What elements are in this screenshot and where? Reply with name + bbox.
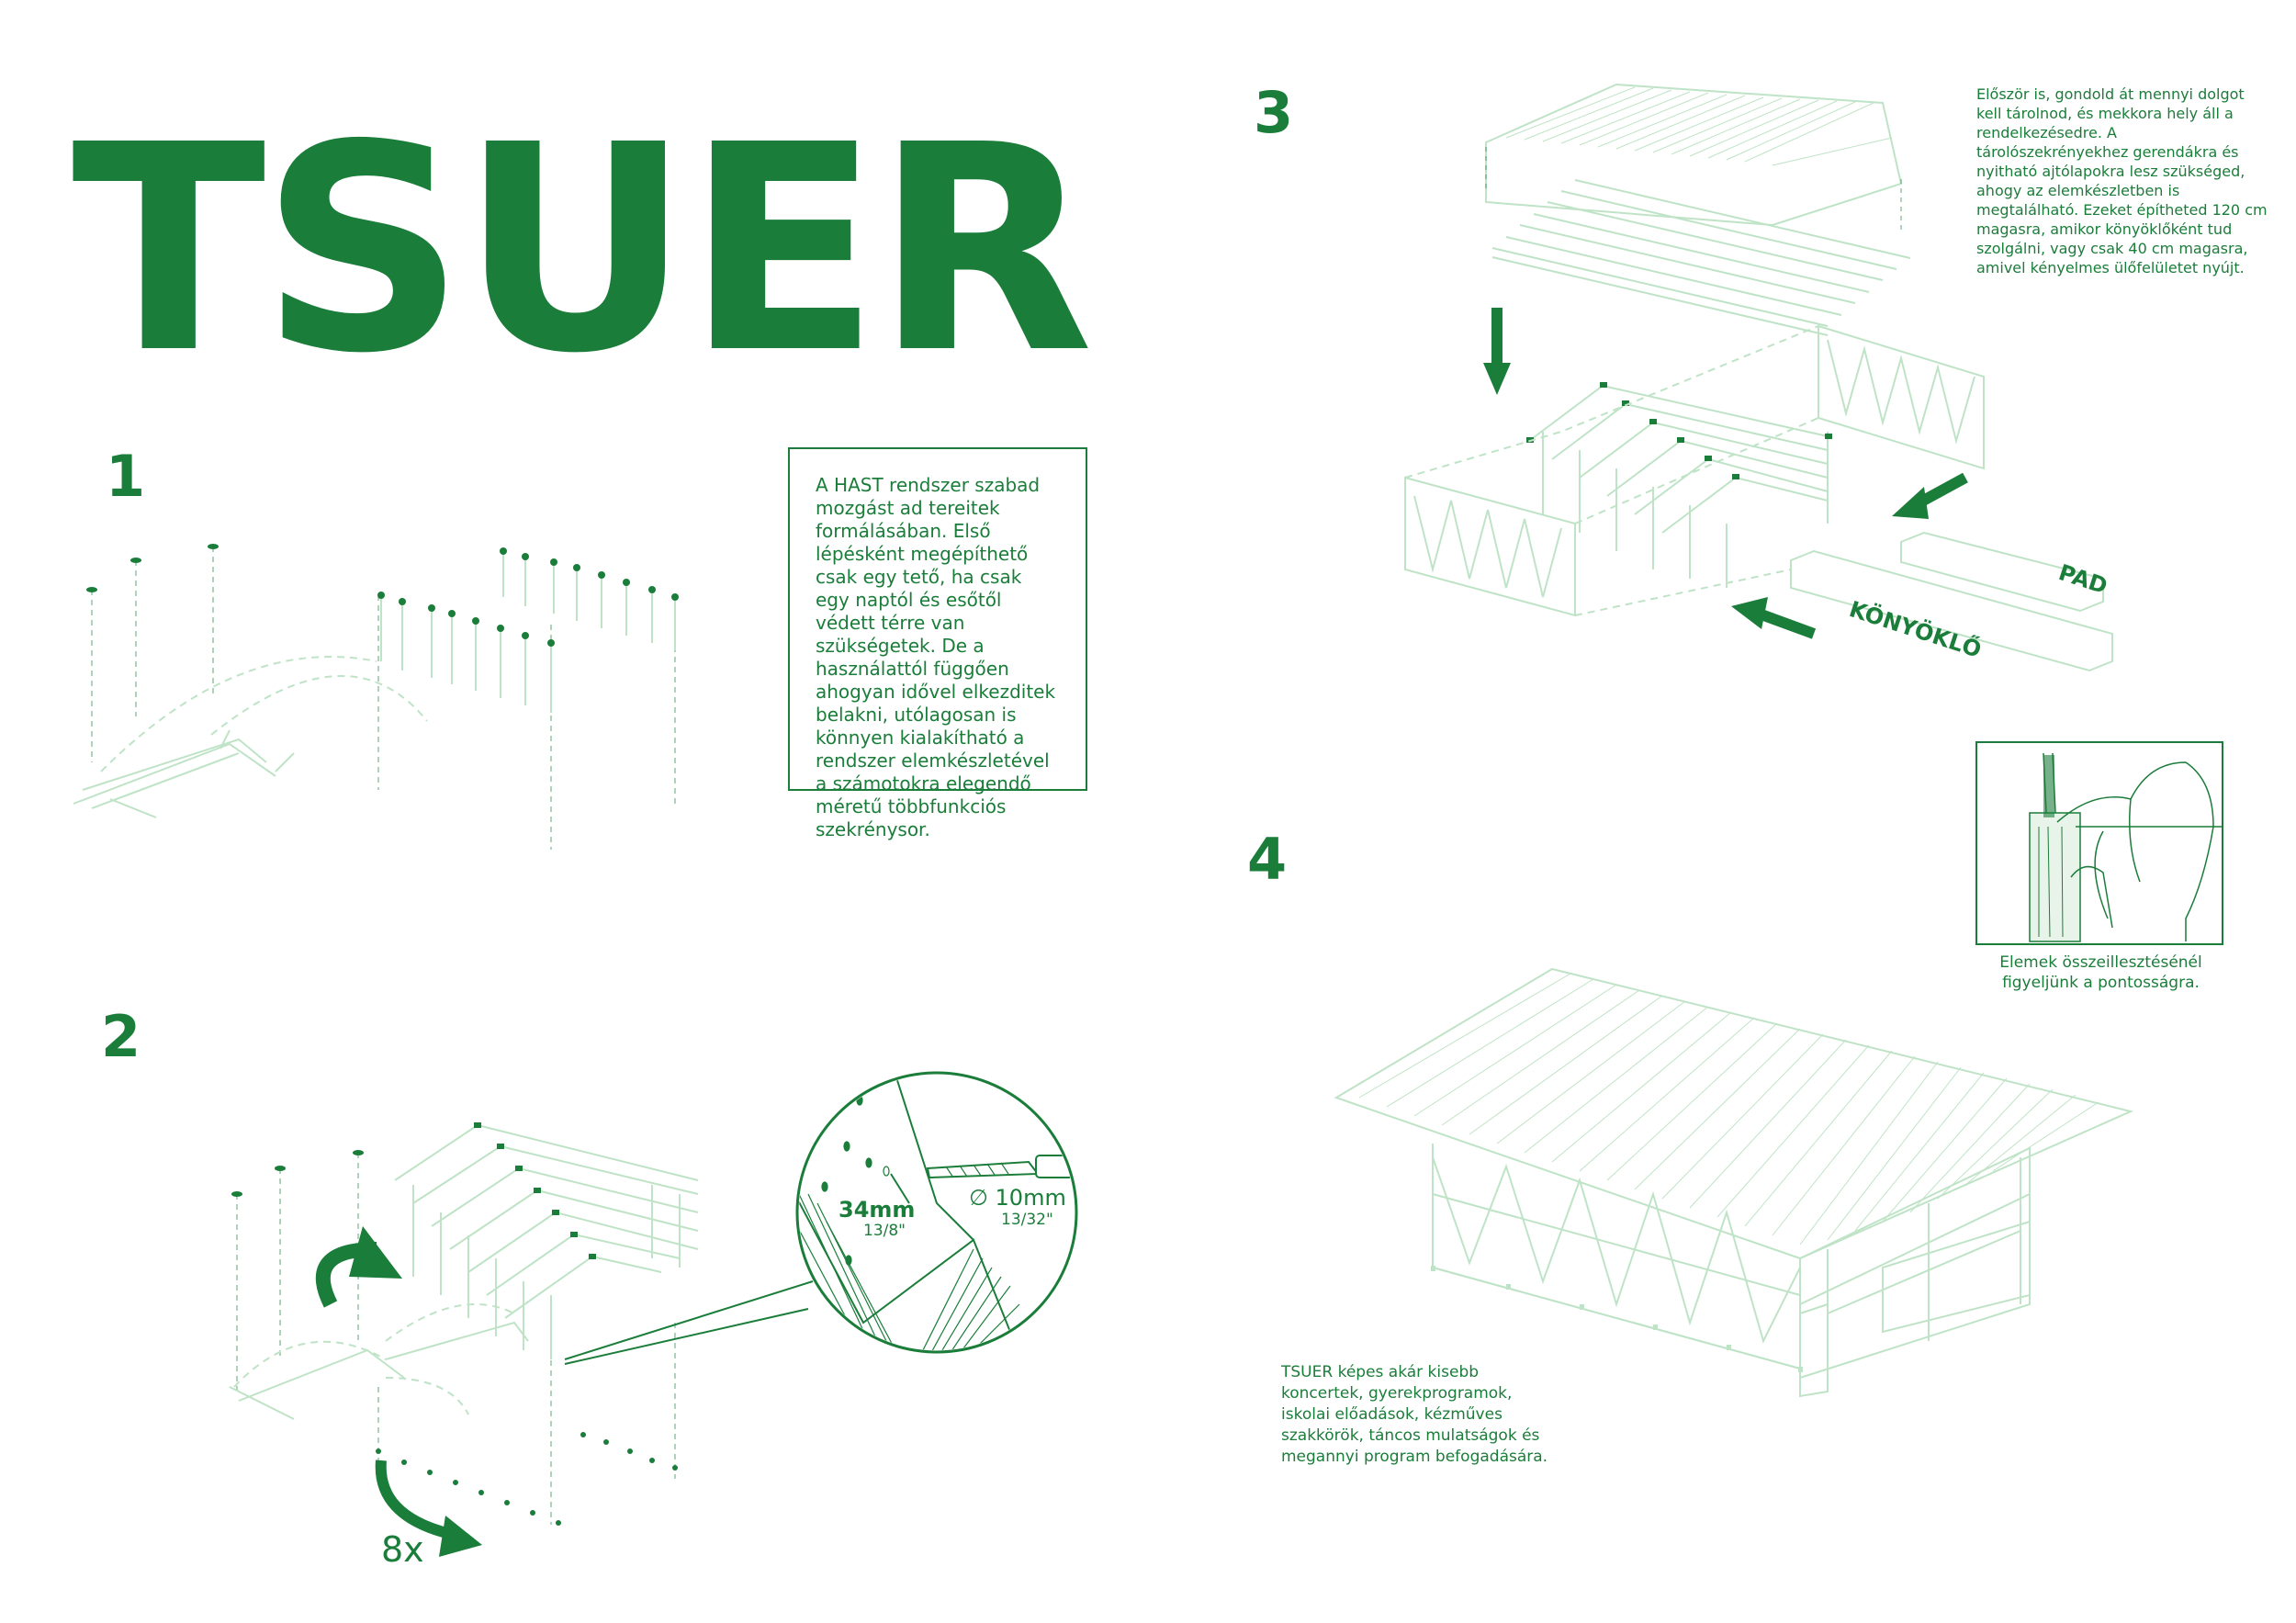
step4-pavilion	[1334, 967, 2134, 1398]
photo-caption: Elemek összeillesztésénél figyeljünk a p…	[1999, 953, 2202, 992]
repeat-count-label: 8x	[381, 1529, 424, 1570]
step3-text: Először is, gondold át mennyi dolgot kel…	[1976, 85, 2268, 276]
step4-text-block: TSUER képes akár kisebb koncertek, gyere…	[1281, 1362, 1557, 1468]
dimension-34mm-imperial-label: 13/8"	[863, 1222, 906, 1240]
dimension-10mm-imperial-label: 13/32"	[1001, 1211, 1053, 1229]
step3-exploded-structure	[1404, 83, 2113, 672]
dimension-34mm-label: 34mm	[838, 1197, 915, 1223]
step-number-4: 4	[1247, 826, 1288, 893]
bench-label-konyoklo: KÖNYÖKLŐ	[1846, 594, 1985, 663]
step2-assembly	[229, 1071, 1078, 1557]
assembly-photo	[1975, 741, 2223, 945]
intro-text-box: A HAST rendszer szabad mozgást ad tereit…	[788, 447, 1087, 840]
step-number-3: 3	[1254, 79, 1294, 146]
photo-caption-block: Elemek összeillesztésénél figyeljünk a p…	[1979, 952, 2223, 993]
intro-text: A HAST rendszer szabad mozgást ad tereit…	[816, 474, 1056, 840]
page-title: TSUER	[72, 85, 1094, 416]
step-number-1: 1	[106, 443, 146, 510]
step4-text: TSUER képes akár kisebb koncertek, gyere…	[1281, 1363, 1548, 1466]
step3-arrows	[1483, 308, 1968, 639]
step-number-2: 2	[101, 1003, 141, 1070]
bench-label-pad: PAD	[2055, 559, 2110, 599]
dimension-10mm-label: ∅ 10mm	[969, 1185, 1066, 1211]
step1-exploded-frame	[73, 544, 679, 850]
step3-text-block: Először is, gondold át mennyi dolgot kel…	[1976, 85, 2270, 277]
